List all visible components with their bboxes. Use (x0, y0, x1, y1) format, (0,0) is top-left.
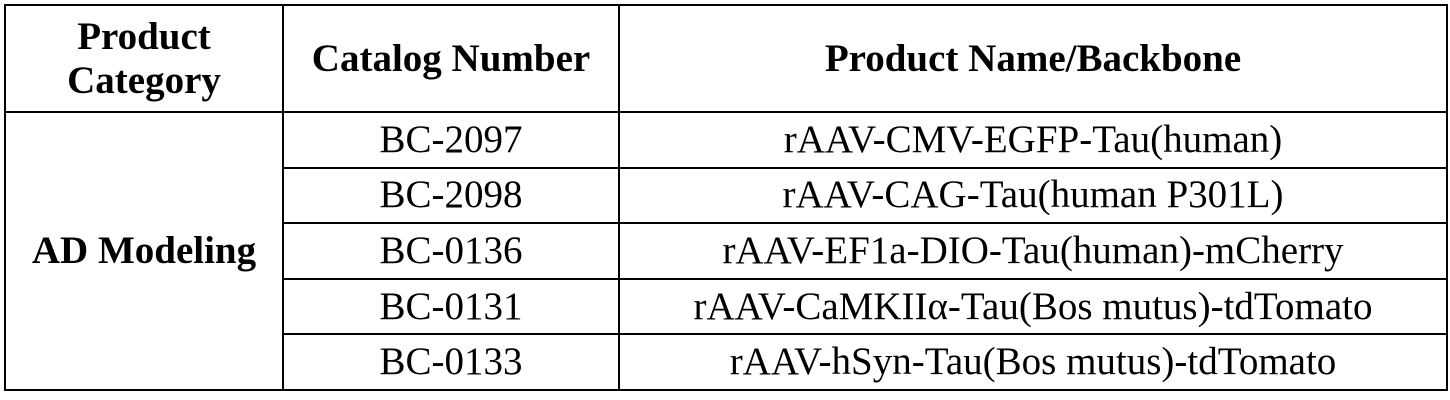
catalog-cell: BC-2098 (282, 166, 620, 225)
product-name-cell: rAAV-CAG-Tau(human P301L) (618, 166, 1448, 225)
catalog-cell: BC-0131 (282, 277, 620, 336)
header-line: Category (67, 58, 221, 102)
product-name-cell: rAAV-CaMKIIα-Tau(Bos mutus)-tdTomato (618, 277, 1448, 336)
product-name-cell: rAAV-hSyn-Tau(Bos mutus)-tdTomato (618, 333, 1448, 391)
table-row: BC-0133 rAAV-hSyn-Tau(Bos mutus)-tdTomat… (5, 333, 1448, 391)
product-name-cell: rAAV-CMV-EGFP-Tau(human) (618, 111, 1448, 169)
product-name-cell: rAAV-EF1a-DIO-Tau(human)-mCherry (618, 222, 1448, 280)
table-row: BC-0131 rAAV-CaMKIIα-Tau(Bos mutus)-tdTo… (5, 277, 1448, 336)
table-row: BC-0136 rAAV-EF1a-DIO-Tau(human)-mCherry (5, 222, 1448, 280)
catalog-cell: BC-2097 (282, 111, 620, 169)
catalog-cell: BC-0133 (282, 333, 620, 391)
header-product-name: Product Name/Backbone (618, 4, 1448, 113)
category-cell: AD Modeling (4, 111, 284, 391)
table-row: BC-2098 rAAV-CAG-Tau(human P301L) (5, 166, 1448, 225)
header-line: Product (77, 14, 211, 58)
table-row: AD Modeling BC-2097 rAAV-CMV-EGFP-Tau(hu… (4, 111, 1448, 391)
header-catalog-number: Catalog Number (282, 4, 620, 113)
catalog-cell: BC-0136 (282, 222, 620, 280)
